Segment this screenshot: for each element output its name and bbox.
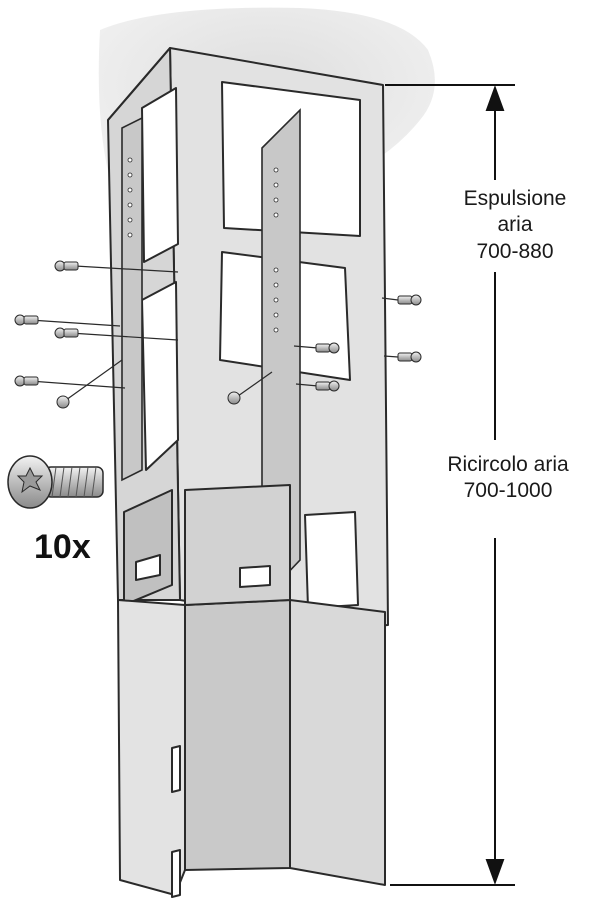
- air-extraction-label-line2: aria: [497, 213, 533, 237]
- screw-quantity-label: 10x: [34, 528, 91, 566]
- lower-casing: [117, 484, 386, 898]
- screw-large-icon: [7, 455, 104, 509]
- air-recirculation-label: Ricircolo aria 700-1000: [418, 452, 598, 505]
- screw-small-icon: [14, 375, 39, 387]
- screw-small-icon: [397, 294, 422, 306]
- screw-small-icon: [56, 395, 70, 409]
- screw-small-icon: [315, 380, 340, 392]
- screw-small-icon: [54, 327, 79, 339]
- air-extraction-label-line1: Espulsione: [463, 187, 567, 210]
- screw-small-icon: [54, 260, 79, 272]
- dimension-lines: [385, 84, 515, 886]
- air-extraction-range: 700-880: [476, 239, 554, 263]
- screw-small-icon: [397, 351, 422, 363]
- screw-set: [14, 260, 422, 409]
- air-recirculation-range: 700-1000: [463, 479, 553, 503]
- screw-small-icon: [14, 314, 39, 326]
- screw-small-icon: [227, 391, 241, 405]
- air-extraction-label: Espulsione aria 700-880: [430, 186, 600, 265]
- screw-leader-lines: [29, 265, 399, 401]
- air-recirculation-label-line1: Ricircolo aria: [447, 453, 569, 476]
- inner-rails: [121, 108, 301, 603]
- screw-small-icon: [315, 342, 340, 354]
